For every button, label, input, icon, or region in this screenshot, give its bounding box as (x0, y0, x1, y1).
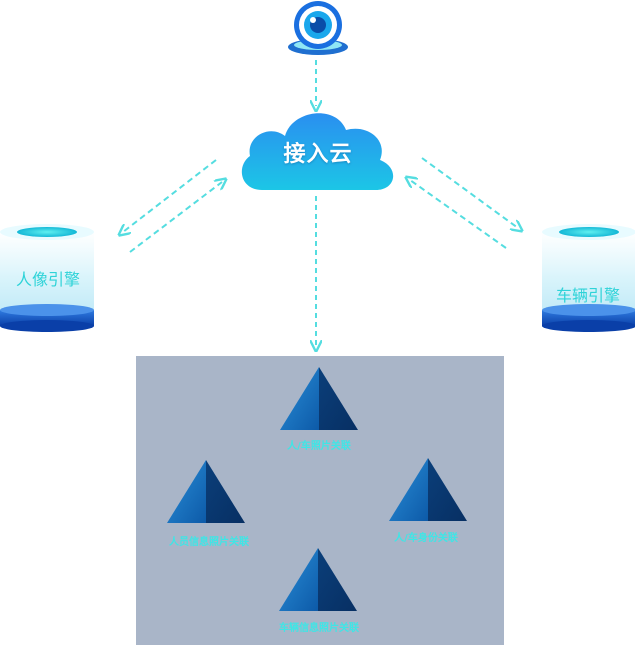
relation-label-right: 人/车身份关联 (394, 533, 458, 544)
database-icon-left (0, 224, 94, 332)
relation-label-top: 人/车照片关联 (287, 441, 351, 452)
right-engine-label: 车辆引擎 (555, 286, 620, 305)
camera-icon (288, 1, 348, 55)
pyramid-icon-bottom (279, 548, 357, 611)
relation-label-left: 人员信息照片关联 (169, 537, 249, 548)
pyramid-icon-right (389, 458, 467, 521)
pyramid-icon-top (280, 367, 358, 430)
cloud-icon (241, 113, 394, 190)
cloud-label: 接入云 (283, 142, 353, 167)
left-engine-label: 人像引擎 (15, 270, 80, 289)
database-icon-right (542, 224, 635, 332)
pyramid-icon-left (167, 460, 245, 523)
relation-label-bottom: 车辆信息照片关联 (279, 623, 359, 634)
